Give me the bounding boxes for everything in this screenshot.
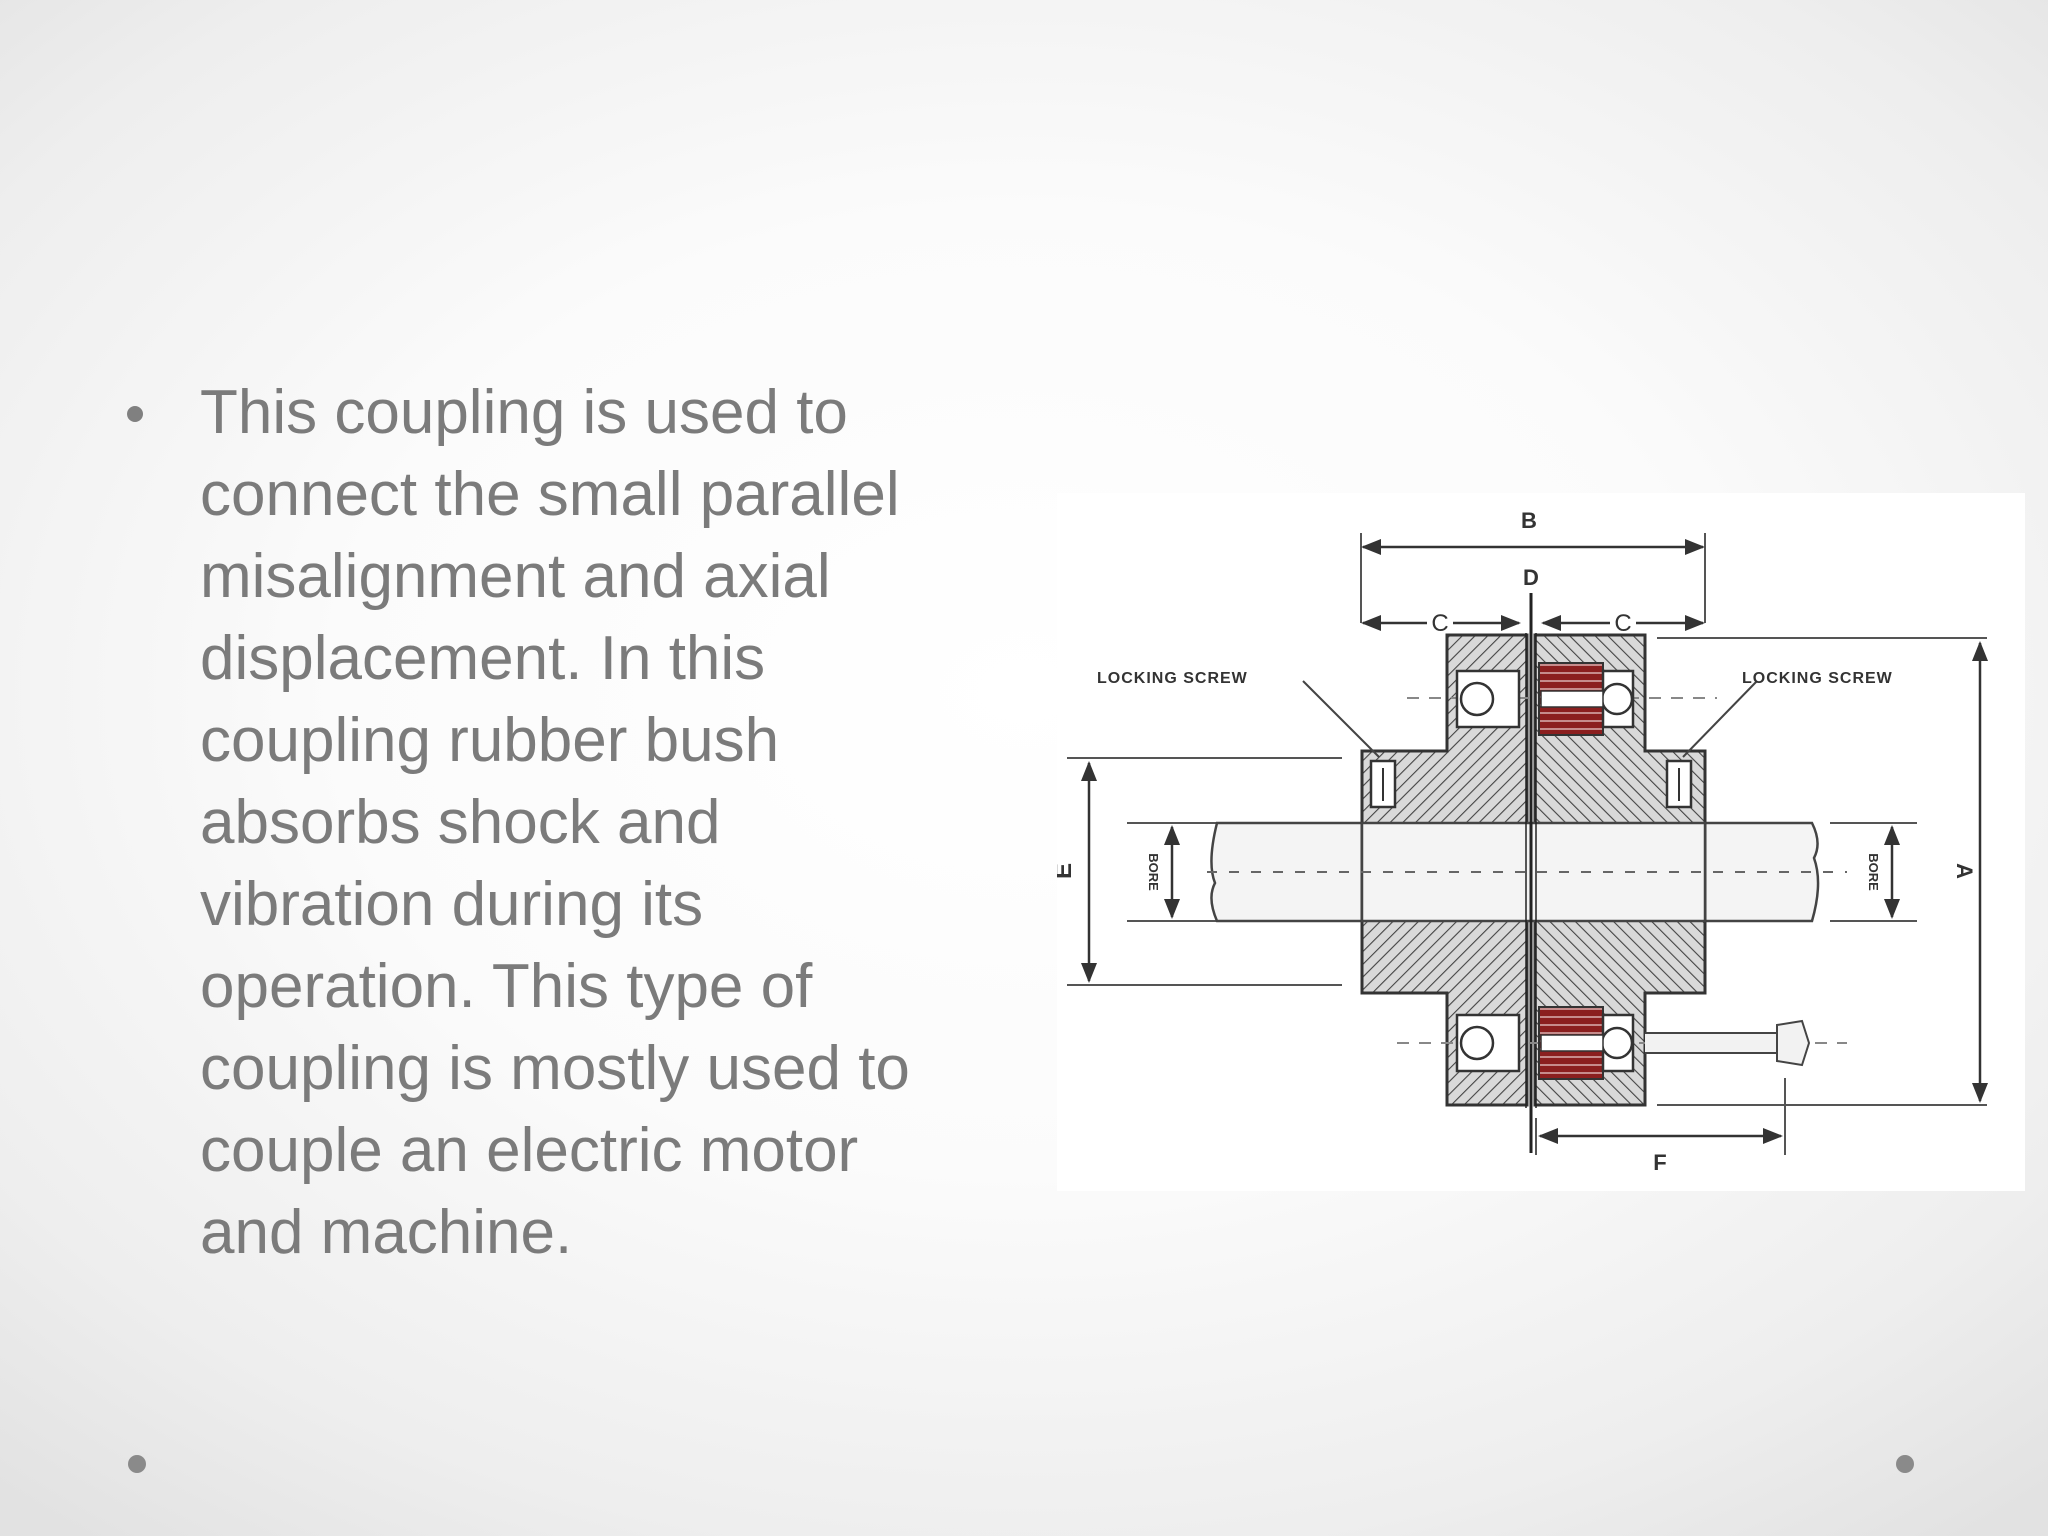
bullet-line: coupling rubber bush [200,706,780,775]
label-c-left: C [1431,610,1448,637]
label-bore-right: BORE [1866,853,1881,891]
bullet-line: This coupling is used to [200,378,848,447]
bullet-list: This coupling is used to connect the sma… [118,372,1018,1274]
bullet-item: This coupling is used to connect the sma… [118,372,1018,1274]
decorative-dot-left [128,1455,146,1473]
bullet-line: couple an electric motor [200,1116,859,1185]
bullet-line: connect the small parallel [200,460,900,529]
label-locking-screw-left: LOCKING SCREW [1097,670,1248,687]
label-b: B [1521,508,1537,533]
decorative-dot-right [1896,1455,1914,1473]
bullet-text: This coupling is used to connect the sma… [200,372,1018,1274]
label-locking-screw-right: LOCKING SCREW [1742,670,1893,687]
bullet-line: operation. This type of [200,952,813,1021]
label-a: A [1952,863,1977,879]
label-bore-left: BORE [1146,853,1161,891]
bullet-dot-icon [127,406,143,422]
label-e: E [1057,863,1077,879]
shaft-left [1210,821,1364,923]
bullet-line: coupling is mostly used to [200,1034,910,1103]
label-d: D [1523,565,1539,590]
bullet-line: and machine. [200,1198,573,1267]
bullet-line: vibration during its [200,870,704,939]
coupling-diagram-svg: B D C C A E BORE BORE [1057,508,1988,1175]
bullet-line: absorbs shock and [200,788,721,857]
label-c-right: C [1614,610,1631,637]
bullet-line: displacement. In this [200,624,766,693]
coupling-diagram: B D C C A E BORE BORE [1057,493,2025,1191]
bullet-line: misalignment and axial [200,542,831,611]
label-f: F [1653,1150,1666,1175]
pin-end [1776,1019,1811,1067]
